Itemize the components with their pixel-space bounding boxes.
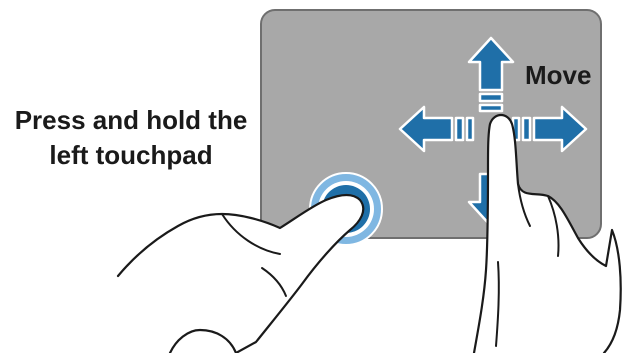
arrow-up-bar-2 [480, 105, 502, 111]
instruction-line-1: Press and hold the [0, 103, 262, 138]
arrow-up-bar-1 [480, 94, 502, 101]
arrow-right-bar-1 [523, 118, 530, 140]
move-label: Move [525, 60, 591, 91]
press-and-hold-instruction: Press and hold the left touchpad [0, 103, 262, 173]
left-hand-icon [118, 195, 363, 353]
arrow-left-bar-1 [456, 118, 463, 140]
arrow-left-bar-2 [467, 118, 473, 140]
instruction-line-2: left touchpad [0, 138, 262, 173]
